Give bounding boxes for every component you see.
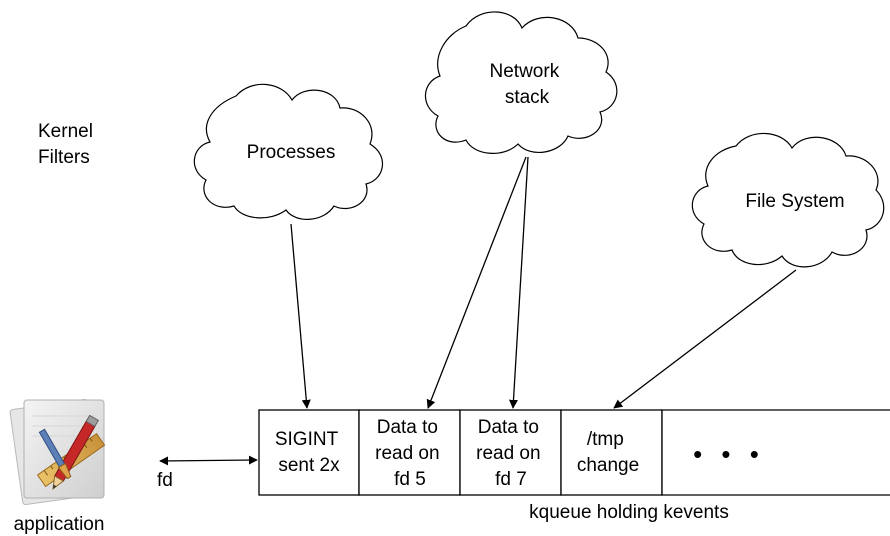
kqueue-cell-sigint-text: SIGINT sent 2x	[275, 429, 343, 476]
processes-arrow	[290, 223, 311, 409]
kqueue-cell-tmp	[560, 409, 663, 496]
file-system-cloud-shape	[691, 132, 885, 268]
kernel-filters-line: Kernel	[38, 121, 93, 142]
kqueue-cell-fd5	[358, 409, 461, 496]
kqueue-cell-line: read on	[476, 443, 540, 464]
kqueue-cell-line: change	[577, 455, 639, 476]
processes-cloud: Processes	[193, 83, 384, 220]
kqueue-cell-line: SIGINT	[275, 429, 339, 450]
network-stack-label-line: Network	[490, 61, 560, 82]
fd-arrow	[159, 455, 258, 466]
kqueue-cell-line: fd 7	[495, 469, 527, 490]
file-system-label: File System	[745, 191, 844, 212]
file-system-cloud: File System	[691, 132, 885, 268]
fd-label: fd	[157, 470, 173, 491]
kqueue-ellipsis: • • •	[693, 439, 765, 469]
kqueue-cell-fd7	[459, 409, 562, 496]
kqueue-caption: kqueue holding kevents	[529, 502, 729, 523]
network-stack-cloud-shape	[424, 11, 618, 154]
kqueue-cell-fd5-text: Data to read on fd 5	[375, 417, 445, 490]
processes-label-line: Processes	[247, 142, 336, 163]
kqueue-cell-tmp-text: /tmp change	[577, 429, 639, 476]
kqueue-cell-sigint	[258, 409, 360, 496]
kqueue-cell-fd7-text: Data to read on fd 7	[476, 417, 546, 490]
application-icon	[9, 398, 106, 506]
kernel-filters-label: Kernel Filters	[38, 121, 98, 168]
kqueue-cell-line: fd 5	[394, 469, 426, 490]
network-stack-label-line: stack	[505, 87, 550, 108]
kqueue-cell-line: read on	[375, 443, 439, 464]
kqueue-cell-more	[661, 409, 890, 496]
kqueue-cell-line: sent 2x	[278, 455, 340, 476]
network-to-fd5-arrow	[426, 156, 527, 409]
kqueue: SIGINT sent 2x Data to read on fd 5 Data…	[258, 409, 890, 496]
kernel-filters-line: Filters	[38, 147, 90, 168]
network-stack-label: Network stack	[490, 61, 565, 108]
file-system-label-line: File System	[745, 191, 844, 212]
processes-label: Processes	[247, 142, 336, 163]
network-stack-cloud: Network stack	[424, 11, 618, 154]
kqueue-cell-line: Data to	[377, 417, 438, 438]
kqueue-cell-line: /tmp	[587, 429, 624, 450]
processes-cloud-shape	[193, 83, 384, 220]
file-system-arrow	[613, 269, 797, 409]
network-to-fd7-arrow	[508, 156, 529, 409]
kqueue-cell-line: Data to	[478, 417, 539, 438]
application-label: application	[14, 514, 105, 535]
